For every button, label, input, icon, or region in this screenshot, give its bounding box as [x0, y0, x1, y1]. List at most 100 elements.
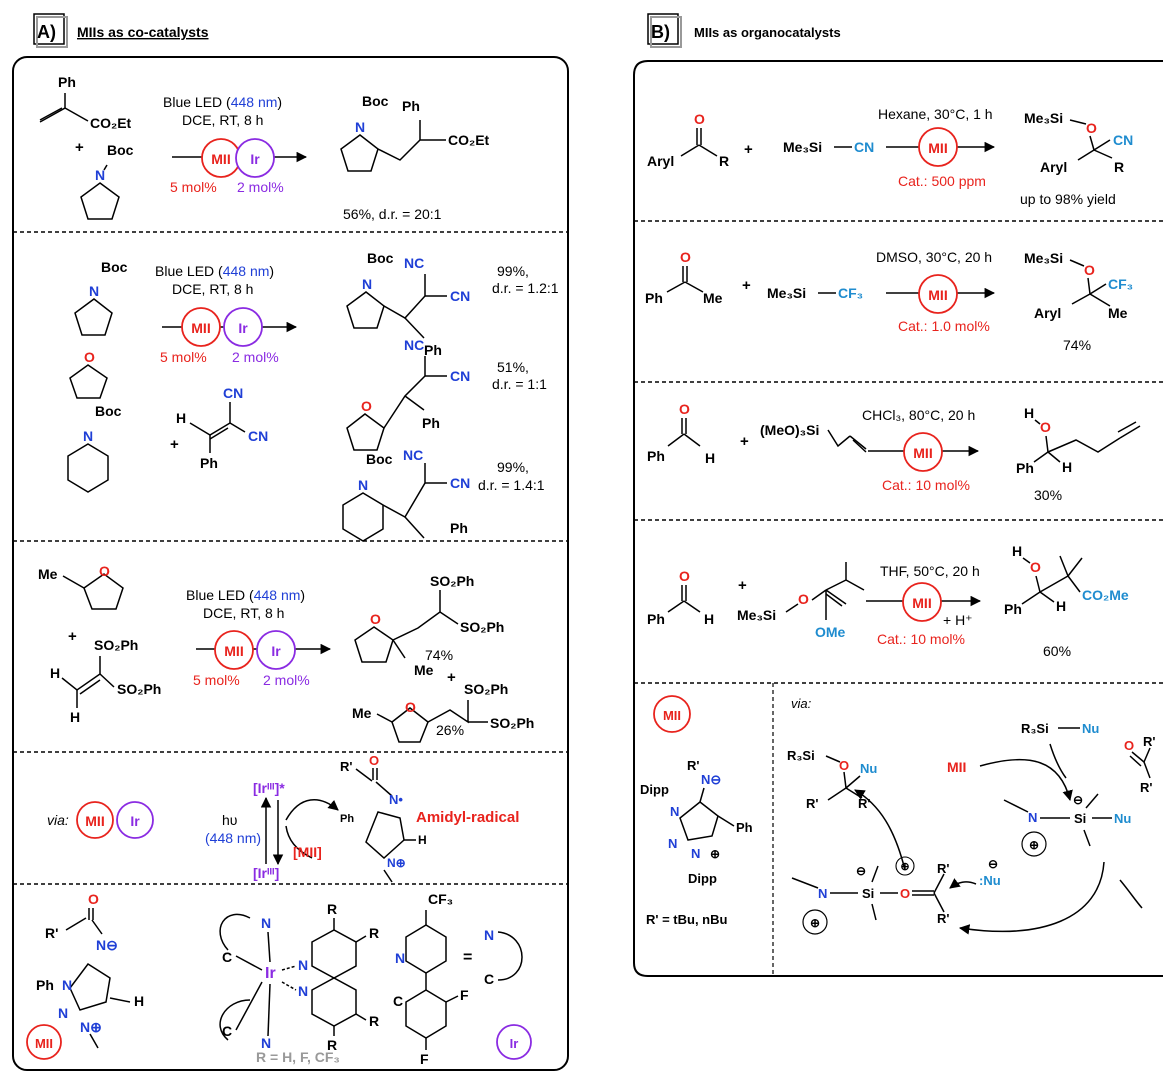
a-ir-c2: C	[222, 1023, 232, 1039]
a-ligand-r: R'	[45, 925, 58, 941]
b2-ph: Ph	[645, 290, 663, 306]
b1-plus: +	[744, 141, 753, 158]
b-mech-arrow-1	[979, 758, 1073, 802]
b4-hplus: + H⁺	[943, 612, 973, 628]
a2p3-dr: d.r. = 1.4:1	[478, 477, 545, 493]
mechanism-a: via: MII Ir hυ (448 nm) [Irᴵᴵᴵ]* [Irᴵᴵᴵ]…	[47, 753, 519, 883]
b2p-si: Me₃Si	[1024, 250, 1063, 266]
a2-acc-cn2: CN	[248, 428, 268, 444]
a2p2-nc: NC	[404, 337, 424, 353]
a2-s3-boc: Boc	[95, 403, 122, 419]
b3p-h2: H	[1062, 459, 1072, 475]
b3-mii-label: MII	[913, 445, 932, 461]
b3-plus: +	[740, 433, 749, 450]
b1-cond: Hexane, 30°C, 1 h	[878, 106, 993, 122]
b-mech-int-plus: ⊕	[1029, 838, 1039, 852]
b1-mii-label: MII	[928, 140, 947, 156]
a-lig-f2: F	[420, 1051, 429, 1067]
a-struct-mii-catalyst	[26, 1024, 62, 1060]
a-ligand-triazole	[69, 962, 111, 1011]
b3-cat: Cat.: 10 mol%	[882, 477, 970, 493]
b-mech-prod-r3si: R₃Si	[787, 748, 815, 763]
a-lig-cf3: CF₃	[428, 891, 453, 907]
reaction-b3: O Ph H + (MeO)₃Si CHCl₃, 80°C, 20 h MII …	[647, 401, 1141, 503]
a3p1-yield: 74%	[425, 647, 453, 663]
a-mech-rad-o: O	[369, 753, 379, 768]
b3-result: 30%	[1034, 487, 1062, 503]
b-mech-n3: N	[691, 846, 700, 861]
a-mech-hv: hυ	[222, 812, 237, 828]
b4p-h2: H	[1056, 598, 1066, 614]
a-key-n: N	[484, 927, 494, 943]
b-mech-int-n: N	[1028, 810, 1037, 825]
a-mech-ir-label: Ir	[130, 813, 140, 829]
a-ir-n2: N	[261, 1035, 271, 1051]
b-mech-triazole	[679, 801, 719, 841]
b1-r: R	[719, 153, 729, 169]
b-mech-prod-r1: R'	[806, 796, 818, 811]
a3p2-yield: 26%	[436, 722, 464, 738]
a-mech-rad-ph: Ph	[340, 813, 354, 825]
a2-s2-ring	[69, 364, 108, 399]
b2p-aryl: Aryl	[1034, 305, 1061, 321]
b-mech-b-r2: R'	[937, 911, 949, 926]
a1-plus: +	[75, 139, 84, 156]
a-mech-ir-catalyst	[116, 801, 154, 839]
a-bpy-ring-bottom	[311, 977, 357, 1027]
b4-tms: Me₃Si	[737, 607, 776, 623]
b1p-si: Me₃Si	[1024, 110, 1063, 126]
b-mech-rn: R'	[687, 758, 699, 773]
b3p-ph: Ph	[1016, 460, 1034, 476]
a-ir-complex-center: Ir	[265, 965, 276, 982]
b1p-aryl: Aryl	[1040, 159, 1067, 175]
b-mech-n2: N	[668, 836, 677, 851]
b2-mii-label: MII	[928, 287, 947, 303]
b-mech-b-si: Si	[862, 886, 874, 901]
a2-ir-loading: 2 mol%	[232, 349, 279, 365]
a2p1-ring	[346, 291, 385, 329]
b3-allylsilane: (MeO)₃Si	[760, 422, 819, 438]
b1p-o: O	[1086, 120, 1097, 136]
b2-cat: Cat.: 1.0 mol%	[898, 318, 990, 334]
b-mech-ph: Ph	[736, 820, 753, 835]
b-mech-r3si: R₃Si	[1021, 721, 1049, 736]
a-ligand-h: H	[134, 993, 144, 1009]
a-lig-equals: =	[463, 949, 472, 966]
a3-h2: H	[70, 709, 80, 725]
a-lig-pyridine	[405, 924, 447, 974]
a3-cond-2: DCE, RT, 8 h	[203, 605, 284, 621]
a-ir-n4: N	[298, 983, 308, 999]
b-mech-ket-r2: R'	[1140, 780, 1152, 795]
b-mech-arrow-1b	[1049, 743, 1067, 779]
b1p-cn: CN	[1113, 132, 1133, 148]
a1p-ester-label: CO₂Et	[448, 132, 490, 148]
a-mech-return-arrow	[285, 825, 313, 859]
a1-ir-catalyst	[235, 138, 275, 178]
b-mech-r-definition: R' = tBu, nBu	[646, 912, 728, 927]
b4p-o: O	[1030, 559, 1041, 575]
a1-cond-2: DCE, RT, 8 h	[182, 112, 263, 128]
a3-s1-o: O	[99, 563, 110, 579]
b2p-cf3: CF₃	[1108, 276, 1133, 292]
b4-ome: OMe	[815, 624, 846, 640]
b-mech-int-nu: Nu	[1114, 811, 1131, 826]
b-mech-ket-r1: R'	[1143, 734, 1155, 749]
b-mech-b-r1: R'	[937, 861, 949, 876]
a2p1-ph: Ph	[424, 342, 442, 358]
a2p3-cn: CN	[450, 475, 470, 491]
b2p-o: O	[1084, 262, 1095, 278]
a3-plus: +	[68, 628, 77, 645]
b4p-ph: Ph	[1004, 601, 1022, 617]
a-ligand-o: O	[88, 891, 99, 907]
a-mech-rad-n: N•	[389, 792, 403, 807]
a2-s3-ring	[67, 443, 109, 493]
b4-mii-catalyst	[902, 582, 942, 622]
a3-h1: H	[50, 665, 60, 681]
a1p-n-label: N	[355, 119, 365, 135]
a-ir-r2: R	[369, 925, 379, 941]
a2p3-boc: Boc	[366, 451, 393, 467]
b-mech-n1: N	[670, 804, 679, 819]
a1-mii-label: MII	[211, 151, 230, 167]
a2p3-yield: 99%,	[497, 459, 529, 475]
reaction-a2: Boc N O Boc N H + CN CN Ph Blue LED (448…	[67, 250, 559, 542]
